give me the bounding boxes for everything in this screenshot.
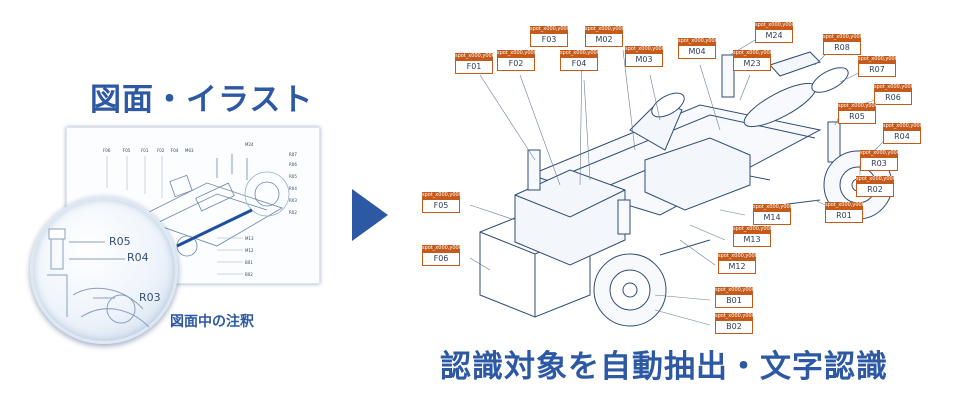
thumbnail-label: B01	[245, 260, 253, 265]
spot-badge: spot_x000,y000	[422, 245, 460, 252]
bottom-heading: 認識対象を自動抽出・文字認識	[440, 349, 888, 385]
magnified-line-art	[47, 228, 150, 328]
callout-code: M04	[678, 45, 716, 59]
spot-badge: spot_x000,y000	[585, 26, 623, 33]
callout-code: F04	[560, 57, 598, 71]
magnified-label-r04: R04	[127, 251, 149, 264]
magnified-label-r05: R05	[109, 235, 131, 248]
next-arrow-icon	[352, 189, 388, 241]
callout-code: B01	[715, 294, 753, 308]
spot-badge: spot_x000,y000	[825, 202, 863, 209]
callout-code: F03	[530, 33, 568, 47]
spot-badge: spot_x000,y000	[560, 50, 598, 57]
callout-code: M02	[585, 33, 623, 47]
thumbnail-label: M13	[245, 236, 254, 241]
thumbnail-label: F04	[171, 148, 179, 153]
spot-badge: spot_x000,y000	[883, 123, 921, 130]
spot-badge: spot_x000,y000	[455, 53, 493, 60]
thumbnail-label: R05	[289, 174, 297, 179]
callout-code: R03	[860, 157, 898, 171]
thumbnail-label: M24	[245, 142, 254, 147]
callout-code: F01	[455, 60, 493, 74]
spot-badge: spot_x000,y000	[838, 103, 876, 110]
thumbnail-label: R04	[289, 186, 297, 191]
callout-code: R06	[874, 91, 912, 105]
spot-badge: spot_x000,y000	[753, 204, 791, 211]
spot-badge: spot_x000,y000	[860, 150, 898, 157]
thumbnail-label: M12	[245, 248, 254, 253]
callout-code: F02	[497, 57, 535, 71]
spot-badge: spot_x000,y000	[733, 50, 771, 57]
spot-badge: spot_x000,y000	[755, 22, 793, 29]
magnified-label-r03: R03	[139, 291, 161, 304]
callout-code: R01	[825, 209, 863, 223]
spot-badge: spot_x000,y000	[823, 34, 861, 41]
callout-code: M14	[753, 211, 791, 225]
thumbnail-label: R03	[289, 198, 297, 203]
chassis-illustration	[469, 39, 893, 327]
callout-code: F06	[422, 252, 460, 266]
spot-badge: spot_x000,y000	[718, 253, 756, 260]
callout-code: R05	[838, 110, 876, 124]
thumbnail-label: R02	[289, 210, 297, 215]
thumbnail-label: R06	[289, 162, 297, 167]
callout-code: F05	[422, 199, 460, 213]
spot-badge: spot_x000,y000	[858, 56, 896, 63]
thumbnail-label: B02	[245, 272, 253, 277]
spot-badge: spot_x000,y000	[678, 38, 716, 45]
thumbnail-label: F06	[103, 148, 111, 153]
spot-badge: spot_x000,y000	[856, 176, 894, 183]
spot-badge: spot_x000,y000	[715, 313, 753, 320]
spot-badge: spot_x000,y000	[422, 192, 460, 199]
spot-badge: spot_x000,y000	[733, 226, 771, 233]
spot-badge: spot_x000,y000	[874, 84, 912, 91]
magnifier-caption: 図面中の注釈	[170, 314, 254, 330]
thumbnail-label: M03	[185, 148, 194, 153]
callout-code: M23	[733, 57, 771, 71]
callout-code: R02	[856, 183, 894, 197]
callout-code: M13	[733, 233, 771, 247]
callout-code: R08	[823, 41, 861, 55]
callout-code: M24	[755, 29, 793, 43]
left-heading: 図面・イラスト	[90, 82, 314, 118]
callout-code: R04	[883, 130, 921, 144]
spot-badge: spot_x000,y000	[625, 46, 663, 53]
spot-badge: spot_x000,y000	[530, 26, 568, 33]
thumbnail-label: F05	[123, 148, 131, 153]
callout-code: M12	[718, 260, 756, 274]
callout-code: M03	[625, 53, 663, 67]
thumbnail-label: F02	[157, 148, 165, 153]
callout-code: R07	[858, 63, 896, 77]
thumbnail-label: R07	[289, 152, 297, 157]
callout-code: B02	[715, 320, 753, 334]
spot-badge: spot_x000,y000	[715, 287, 753, 294]
spot-badge: spot_x000,y000	[497, 50, 535, 57]
magnifier-lens: R05 R04 R03	[30, 196, 178, 344]
thumbnail-label: F01	[141, 148, 149, 153]
